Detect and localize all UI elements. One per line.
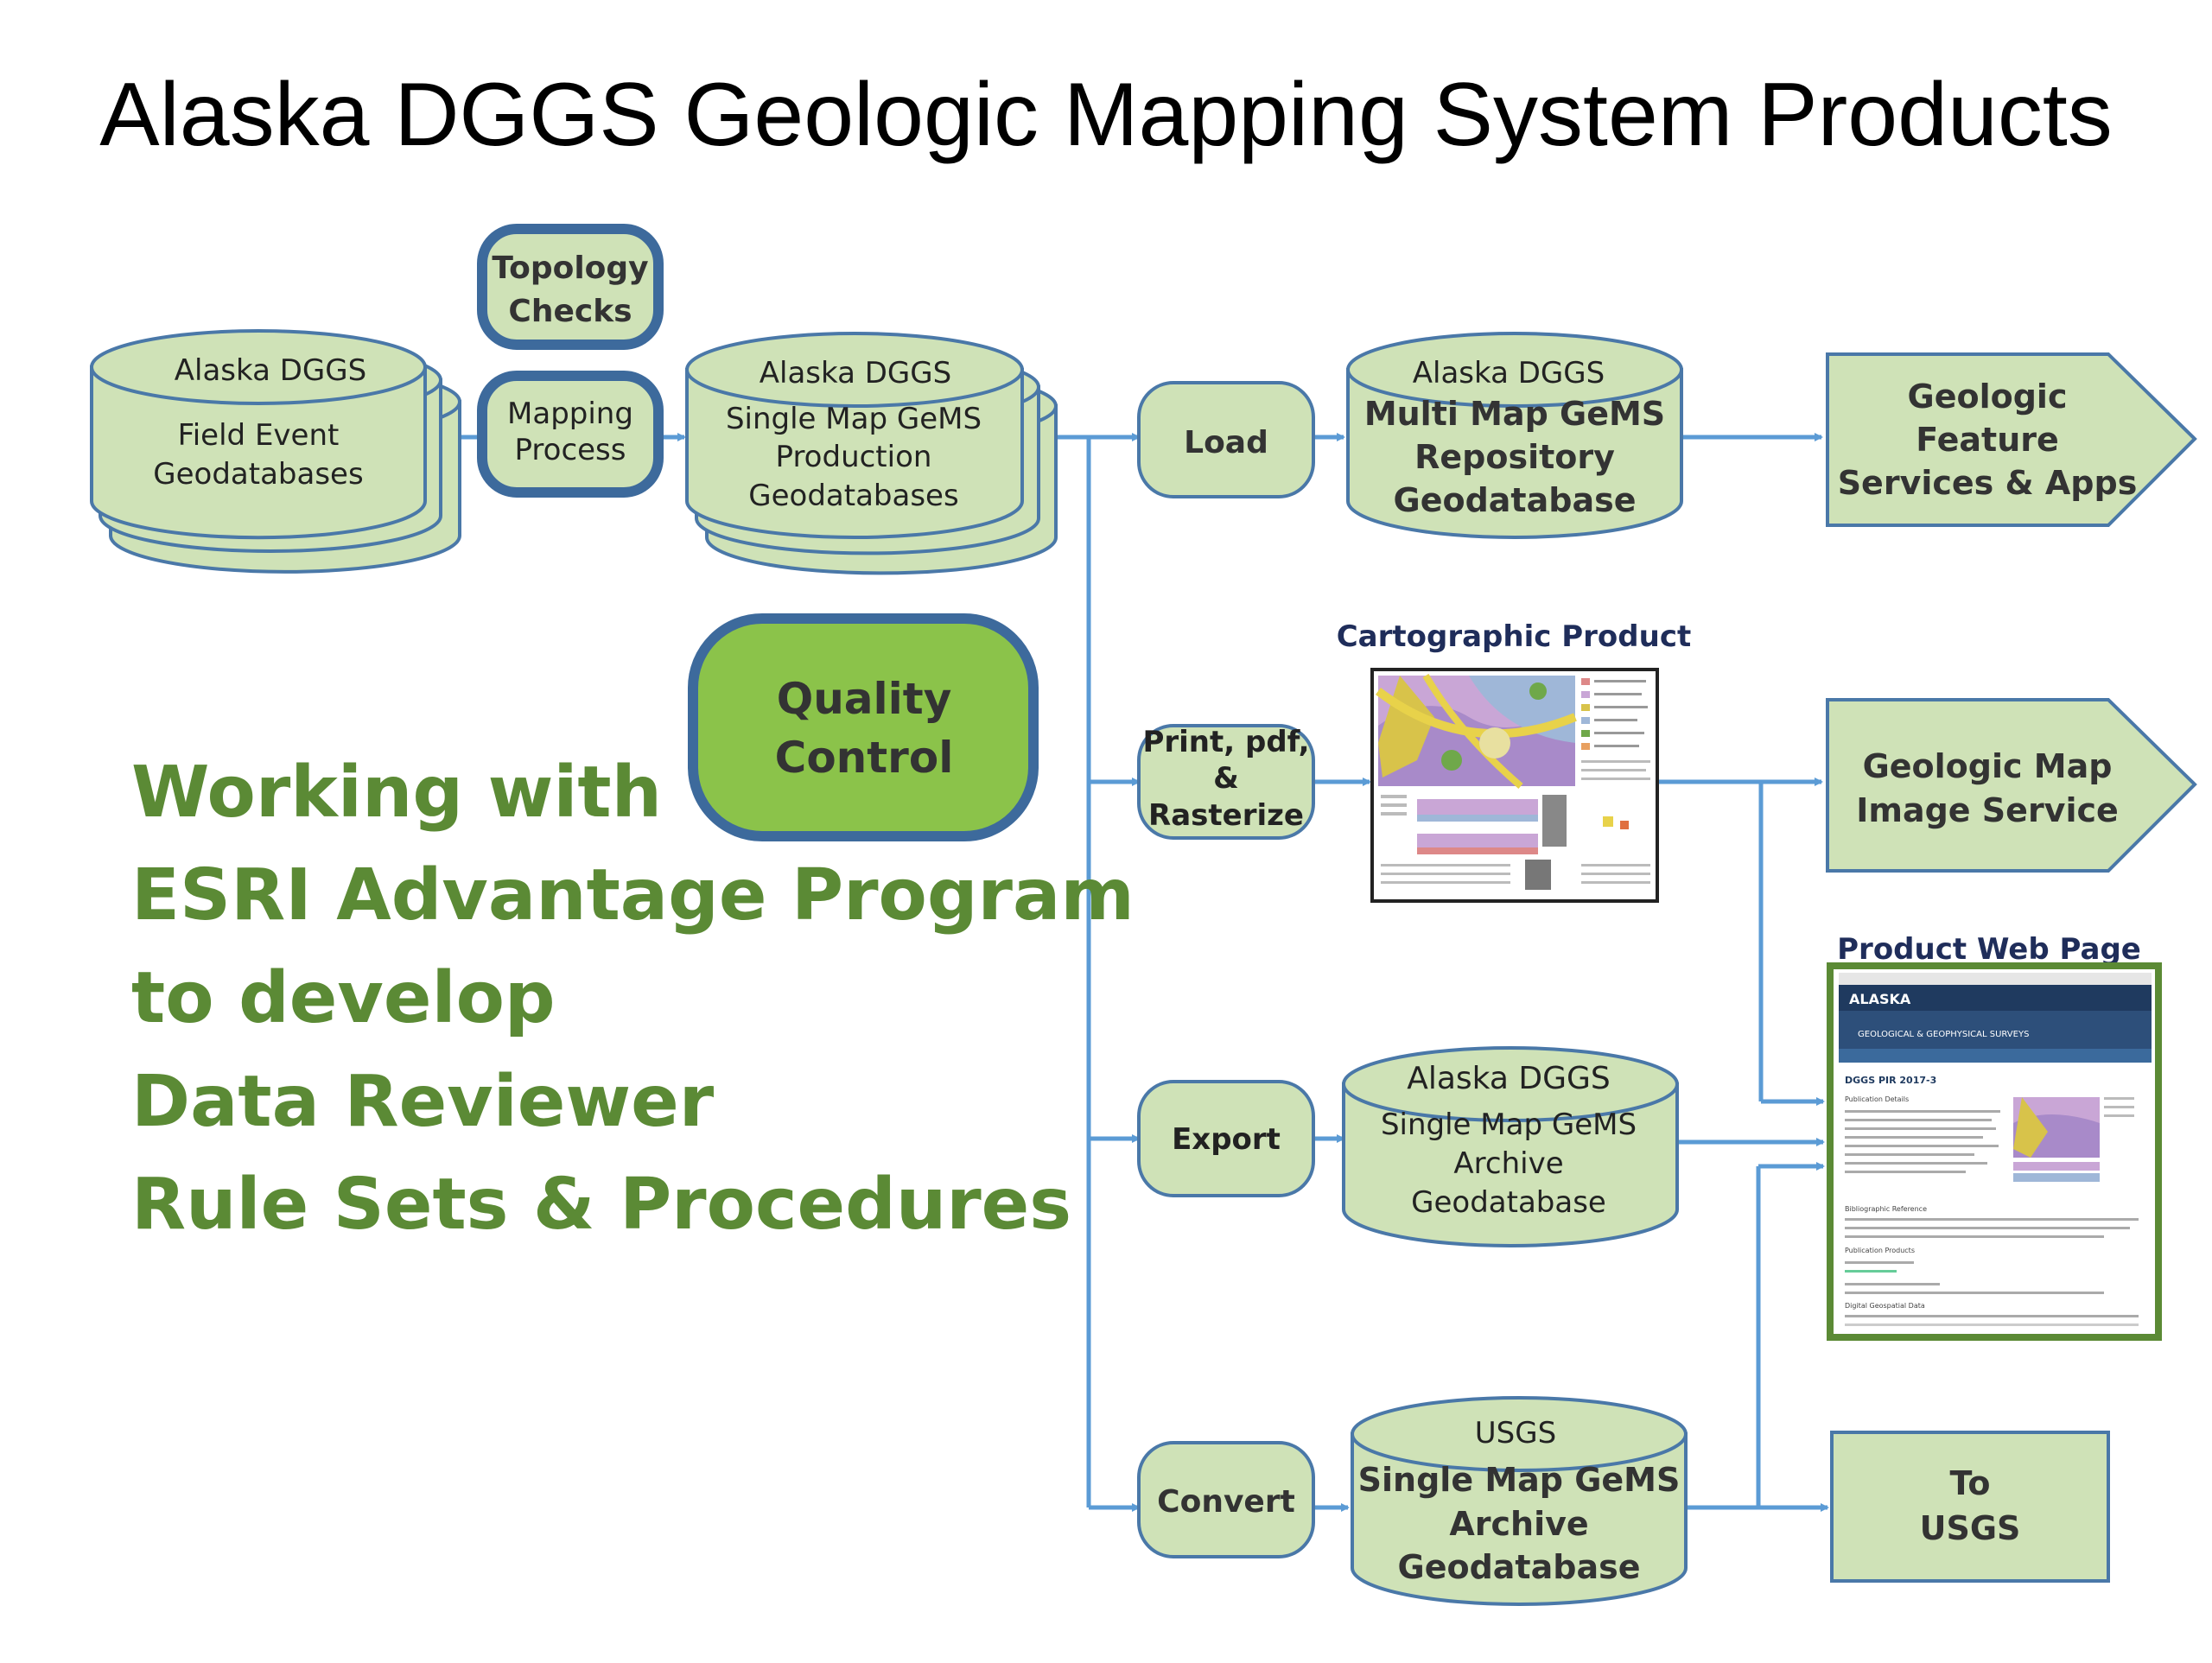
product-web-page: Product Web Page ALASKA GEOLOGICAL & GEO…: [1827, 932, 2162, 1341]
web-section-details: Publication Details: [1845, 1095, 1909, 1103]
web-map-thumbnail: [2013, 1097, 2134, 1182]
field-event-line-2: Field Event: [178, 418, 340, 453]
side-text-line-5: Rule Sets & Procedures: [131, 1164, 1071, 1246]
mapping-process-line-2: Process: [515, 433, 626, 467]
cartographic-product: Cartographic Product: [1337, 619, 1692, 903]
side-text-line-1: Working with: [131, 752, 662, 834]
web-report-id: DGGS PIR 2017-3: [1845, 1075, 1936, 1086]
product-web-page-label: Product Web Page: [1837, 932, 2141, 967]
side-text-line-2: ESRI Advantage Program: [131, 854, 1135, 936]
web-biblio-lines: [1845, 1218, 2139, 1238]
side-text-line-3: to develop: [131, 957, 556, 1039]
single-map-archive: Alaska DGGS Single Map GeMS Archive Geod…: [1342, 1046, 1679, 1247]
web-header-bar: [1839, 985, 2152, 1011]
export-label: Export: [1172, 1122, 1281, 1157]
field-event-line-1: Alaska DGGS: [175, 353, 366, 388]
usgs-archive-line-3: Archive: [1449, 1505, 1588, 1543]
cartographic-cross-sections: [1381, 795, 1650, 890]
mapping-process: Mapping Process: [477, 371, 664, 498]
multi-map-repository: Alaska DGGS Multi Map GeMS Repository Ge…: [1346, 332, 1683, 539]
archive-line-2: Single Map GeMS: [1381, 1108, 1637, 1142]
convert-label: Convert: [1157, 1484, 1295, 1520]
flow-lines: [456, 433, 1829, 1512]
web-header-logo: ALASKA: [1849, 991, 1911, 1007]
web-gis-lines: [1845, 1315, 2139, 1326]
web-agency-bar: [1839, 1011, 2152, 1049]
repository-line-2: Multi Map GeMS: [1364, 395, 1665, 433]
services-line-3: Services & Apps: [1838, 464, 2138, 502]
web-agency-name: GEOLOGICAL & GEOPHYSICAL SURVEYS: [1858, 1030, 2029, 1039]
quality-control: Quality Control: [688, 613, 1039, 841]
image-service-line-1: Geologic Map: [1863, 747, 2113, 785]
production-line-1: Alaska DGGS: [760, 356, 951, 390]
image-service: Geologic Map Image Service: [1826, 698, 2197, 873]
topology-checks-line-1: Topology: [492, 251, 648, 286]
export-process: Export: [1137, 1080, 1315, 1197]
web-browser-bar: [1839, 973, 2152, 985]
archive-line-1: Alaska DGGS: [1407, 1061, 1611, 1096]
load-process: Load: [1137, 381, 1315, 498]
feature-services: Geologic Feature Services & Apps: [1826, 352, 2197, 527]
print-line-2: &: [1213, 761, 1239, 796]
to-usgs: To USGS: [1830, 1431, 2110, 1583]
usgs-archive-line-4: Geodatabase: [1398, 1548, 1641, 1586]
usgs-archive-line-1: USGS: [1475, 1416, 1556, 1450]
cartographic-product-label: Cartographic Product: [1337, 619, 1692, 654]
image-service-line-2: Image Service: [1856, 791, 2119, 829]
field-event-line-3: Geodatabases: [153, 457, 363, 492]
single-map-production-geodatabases: Alaska DGGS Single Map GeMS Production G…: [685, 332, 1058, 575]
usgs-archive-line-2: Single Map GeMS: [1358, 1461, 1681, 1499]
print-process: Print, pdf, & Rasterize: [1137, 724, 1315, 840]
web-product-lines: [1845, 1261, 2104, 1294]
side-text-line-4: Data Reviewer: [131, 1061, 715, 1143]
web-section-gis: Digital Geospatial Data: [1845, 1302, 1925, 1310]
topology-checks: Topology Checks: [477, 224, 664, 350]
convert-process: Convert: [1137, 1441, 1315, 1558]
cartographic-map-image: [1375, 673, 1577, 790]
production-line-4: Geodatabases: [748, 479, 958, 513]
quality-control-line-2: Control: [775, 733, 954, 783]
quality-control-line-1: Quality: [777, 674, 952, 724]
load-label: Load: [1184, 425, 1268, 460]
usgs-archive: USGS Single Map GeMS Archive Geodatabase: [1351, 1396, 1688, 1606]
side-text: Working with ESRI Advantage Program to d…: [131, 752, 1135, 1246]
to-usgs-line-2: USGS: [1920, 1509, 2021, 1547]
repository-line-4: Geodatabase: [1394, 481, 1637, 519]
field-event-geodatabases: Alaska DGGS Field Event Geodatabases: [90, 329, 461, 574]
diagram-title: Alaska DGGS Geologic Mapping System Prod…: [99, 65, 2112, 165]
mapping-process-line-1: Mapping: [507, 397, 633, 431]
production-line-3: Production: [776, 440, 932, 474]
web-section-products: Publication Products: [1845, 1247, 1915, 1254]
web-detail-lines: [1845, 1110, 2000, 1173]
web-section-biblio: Bibliographic Reference: [1845, 1205, 1927, 1213]
print-line-3: Rasterize: [1148, 798, 1304, 833]
services-line-1: Geologic: [1908, 378, 2068, 416]
archive-line-4: Geodatabase: [1411, 1185, 1606, 1220]
cartographic-legend: [1581, 678, 1650, 780]
production-line-2: Single Map GeMS: [726, 402, 982, 436]
print-line-1: Print, pdf,: [1142, 725, 1309, 759]
services-line-2: Feature: [1916, 421, 2059, 459]
topology-checks-line-2: Checks: [508, 294, 632, 329]
repository-line-3: Repository: [1414, 438, 1615, 476]
archive-line-3: Archive: [1453, 1146, 1563, 1181]
to-usgs-line-1: To: [1950, 1464, 1991, 1502]
web-nav-bar: [1839, 1049, 2152, 1063]
repository-line-1: Alaska DGGS: [1413, 356, 1605, 390]
